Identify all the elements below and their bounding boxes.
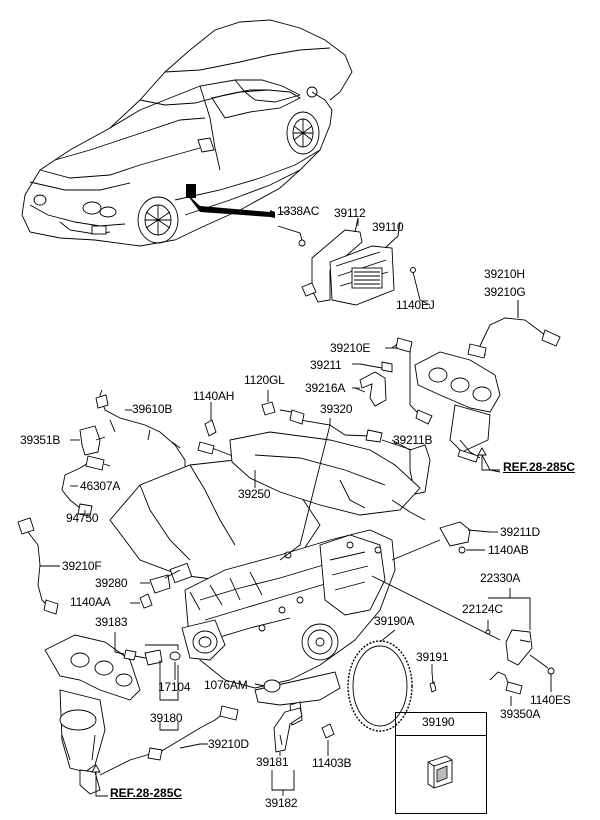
label-39190: 39190 [422, 715, 455, 729]
sensor-group-bottom-left [123, 569, 335, 761]
label-39183: 39183 [95, 615, 128, 629]
label-94750: 94750 [66, 511, 99, 525]
o2-sensor-top-right [467, 300, 561, 359]
ref-label-right[interactable]: REF.28-285C [503, 460, 576, 474]
label-1076AM: 1076AM [204, 678, 248, 692]
label-39110: 39110 [372, 220, 404, 234]
label-39180: 39180 [150, 711, 183, 725]
label-39280: 39280 [95, 576, 128, 590]
o2-sensor-left [17, 517, 59, 615]
label-39250: 39250 [238, 487, 271, 501]
label-39210H: 39210H [484, 267, 525, 281]
engine-block [109, 431, 426, 726]
label-17104: 17104 [158, 680, 191, 694]
ecu-assembly [277, 217, 431, 306]
label-39211D: 39211D [500, 525, 540, 539]
label-39182: 39182 [265, 796, 298, 810]
sensor-group-right [429, 521, 555, 695]
label-1140AA: 1140AA [70, 595, 111, 609]
leader-lines [40, 211, 552, 797]
label-1120GL: 1120GL [244, 373, 285, 387]
label-22124C: 22124C [462, 602, 503, 616]
wiring-harness-left [61, 389, 186, 517]
label-39210G: 39210G [484, 285, 526, 299]
label-22330A: 22330A [480, 571, 521, 585]
car-illustration [21, 19, 353, 247]
label-39351B: 39351B [20, 433, 61, 447]
label-39190A: 39190A [374, 614, 415, 628]
part-box-39190-header [395, 712, 487, 736]
label-46307A: 46307A [80, 479, 121, 493]
label-39191: 39191 [416, 650, 449, 664]
exhaust-manifold-right [354, 337, 501, 495]
label-39211: 39211 [310, 358, 342, 372]
ref-label-bottom[interactable]: REF.28-285C [110, 786, 183, 800]
label-1140ES: 1140ES [530, 693, 571, 707]
label-39216A: 39216A [305, 381, 346, 395]
part-39190-drawing [427, 755, 453, 789]
label-39211B: 39211B [393, 433, 433, 447]
label-39320: 39320 [320, 402, 353, 416]
label-1140AB: 1140AB [488, 543, 529, 557]
label-39210E: 39210E [330, 341, 371, 355]
label-39181: 39181 [256, 755, 289, 769]
label-39112: 39112 [334, 206, 366, 220]
sensor-wheel [347, 640, 413, 732]
label-39210D: 39210D [208, 737, 249, 751]
label-1140EJ: 1140EJ [396, 298, 435, 312]
label-39350A: 39350A [500, 707, 541, 721]
label-39210F: 39210F [62, 559, 102, 573]
label-1338AC: 1338AC [277, 204, 320, 218]
label-39610B: 39610B [132, 402, 173, 416]
label-1140AH: 1140AH [193, 389, 235, 403]
label-11403B: 11403B [312, 756, 352, 770]
